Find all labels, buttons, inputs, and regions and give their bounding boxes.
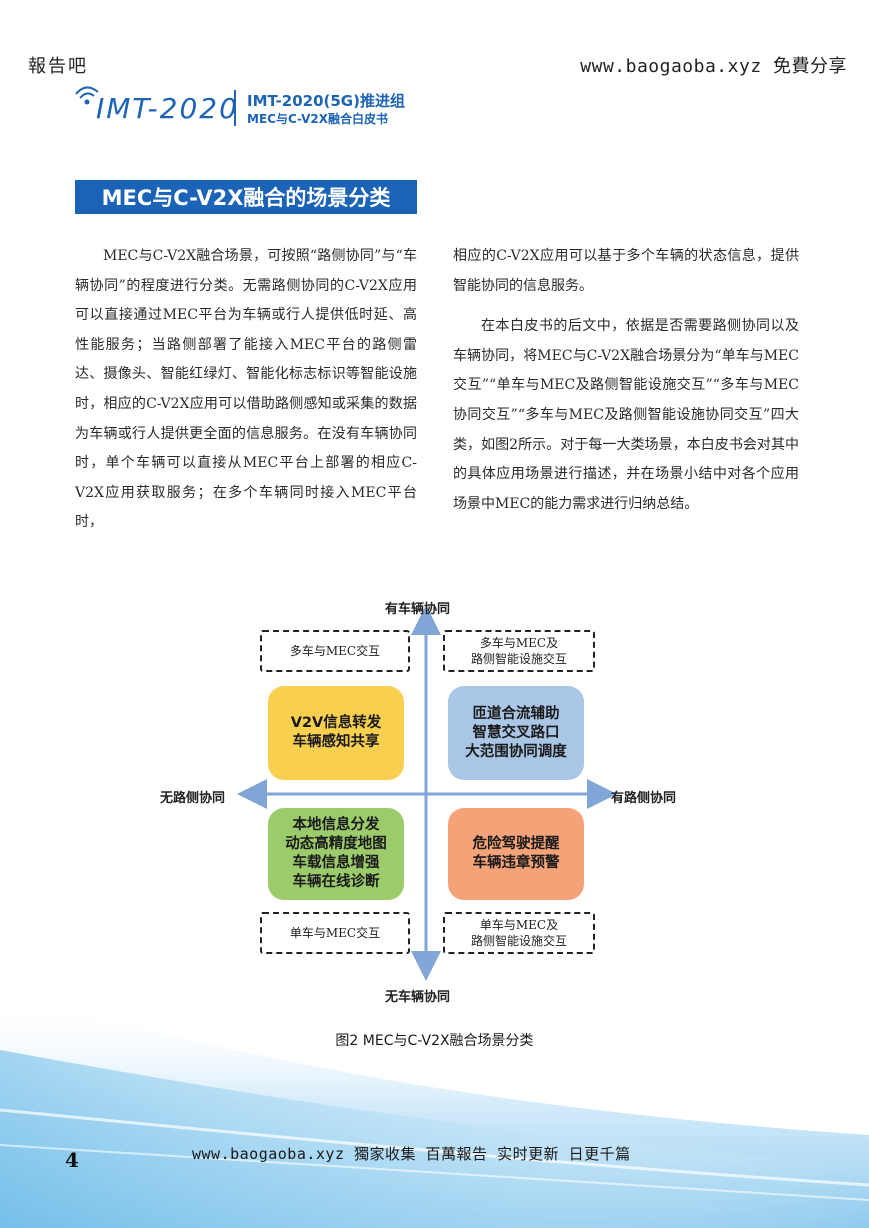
logo-divider bbox=[234, 90, 236, 126]
quadrant-top-left: V2V信息转发 车辆感知共享 bbox=[268, 686, 404, 780]
scenario-item: 车辆在线诊断 bbox=[292, 874, 380, 890]
scenario-item: 匝道合流辅助 bbox=[472, 705, 560, 722]
category-label-line-1: 单车与MEC及 bbox=[479, 918, 559, 932]
body-column-right: 相应的C-V2X应用可以基于多个车辆的状态信息，提供智能协同的信息服务。 在本白… bbox=[453, 242, 799, 519]
scenario-item: 车载信息增强 bbox=[292, 855, 380, 871]
axis-label-top: 有车辆协同 bbox=[385, 602, 451, 617]
category-label: 多车与MEC交互 bbox=[289, 644, 381, 658]
scenario-item: 动态高精度地图 bbox=[285, 836, 387, 852]
quadrant-bottom-right: 危险驾驶提醒 车辆违章预警 bbox=[448, 808, 584, 900]
category-label-line-2: 路侧智能设施交互 bbox=[470, 652, 567, 666]
header-org: IMT-2020(5G)推进组 bbox=[247, 92, 405, 110]
category-multi-vehicle-mec: 多车与MEC交互 bbox=[260, 630, 410, 672]
section-heading: MEC与C-V2X融合的场景分类 bbox=[75, 180, 417, 214]
quadrant-bottom-left: 本地信息分发 动态高精度地图 车载信息增强 车辆在线诊断 bbox=[268, 808, 404, 900]
imt-logo-signal-icon bbox=[75, 86, 99, 105]
axis-label-bottom: 无车辆协同 bbox=[385, 990, 451, 1005]
category-label: 单车与MEC交互 bbox=[289, 926, 381, 940]
footer-wave-decoration bbox=[0, 1000, 869, 1228]
diagram-axes bbox=[237, 605, 617, 981]
body-paragraph: MEC与C-V2X融合场景，可按照“路侧协同”与“车辆协同”的程度进行分类。无需… bbox=[75, 248, 417, 531]
scenario-quadrant-diagram: 有车辆协同 无车辆协同 无路侧协同 有路侧协同 多车与MEC交互 多车与MEC及… bbox=[130, 590, 730, 1010]
scenario-item: 本地信息分发 bbox=[292, 817, 380, 833]
category-single-vehicle-mec-roadside: 单车与MEC及 路侧智能设施交互 bbox=[443, 912, 595, 954]
axis-label-right: 有路侧协同 bbox=[611, 791, 677, 806]
body-paragraph: 在本白皮书的后文中，依据是否需要路侧协同以及车辆协同，将MEC与C-V2X融合场… bbox=[453, 318, 799, 512]
category-label-line-2: 路侧智能设施交互 bbox=[470, 934, 567, 948]
scenario-item: 车辆违章预警 bbox=[472, 855, 560, 871]
figure-caption: 图2 MEC与C-V2X融合场景分类 bbox=[335, 1033, 534, 1049]
watermark-right: www.baogaoba.xyz 免費分享 bbox=[580, 56, 847, 77]
body-column-left: MEC与C-V2X融合场景，可按照“路侧协同”与“车辆协同”的程度进行分类。无需… bbox=[75, 242, 417, 538]
category-multi-vehicle-mec-roadside: 多车与MEC及 路侧智能设施交互 bbox=[443, 630, 595, 672]
body-paragraph: 相应的C-V2X应用可以基于多个车辆的状态信息，提供智能协同的信息服务。 bbox=[453, 248, 799, 294]
scenario-item: 车辆感知共享 bbox=[292, 734, 380, 750]
footer-watermark: www.baogaoba.xyz 獨家收集 百萬報告 实时更新 日更千篇 bbox=[192, 1145, 631, 1163]
scenario-item: V2V信息转发 bbox=[290, 715, 382, 731]
axis-label-left: 无路侧协同 bbox=[160, 791, 226, 806]
logo-text: IMT-2020 bbox=[96, 92, 239, 125]
watermark-left: 報告吧 bbox=[28, 56, 88, 77]
scenario-item: 危险驾驶提醒 bbox=[472, 836, 560, 852]
category-single-vehicle-mec: 单车与MEC交互 bbox=[260, 912, 410, 954]
scenario-item: 智慧交叉路口 bbox=[472, 724, 560, 741]
quadrant-top-right: 匝道合流辅助 智慧交叉路口 大范围协同调度 bbox=[448, 686, 584, 780]
scenario-item: 大范围协同调度 bbox=[465, 743, 567, 760]
page-number: 4 bbox=[65, 1148, 79, 1172]
header-doc-title: MEC与C-V2X融合白皮书 bbox=[247, 112, 389, 126]
category-label-line-1: 多车与MEC及 bbox=[479, 636, 559, 650]
